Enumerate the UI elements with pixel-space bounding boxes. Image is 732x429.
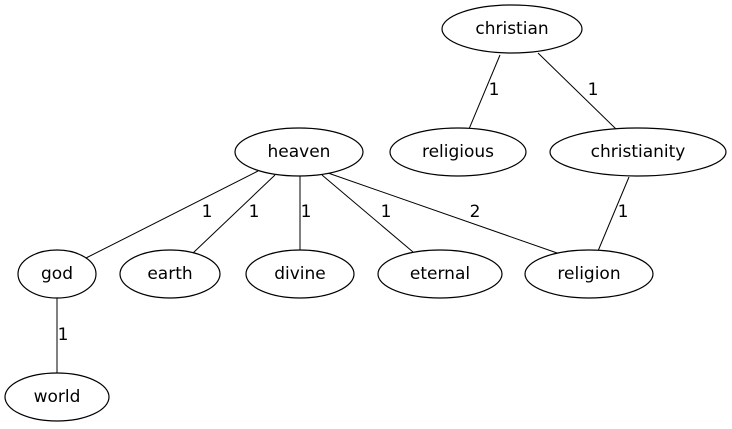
- edge-weight-god-world: 1: [58, 325, 69, 345]
- node-ellipse-heaven: [234, 127, 364, 177]
- node-label-divine: divine: [274, 264, 326, 284]
- edge-weight-christian-christianity: 1: [588, 80, 599, 100]
- node-label-earth: earth: [147, 264, 192, 284]
- node-ellipse-christian: [441, 4, 583, 54]
- node-label-christianity: christianity: [591, 142, 686, 162]
- node-ellipse-religious: [389, 127, 527, 177]
- node-ellipse-christianity: [549, 127, 727, 177]
- node-label-god: god: [41, 264, 73, 284]
- node-label-eternal: eternal: [410, 264, 470, 284]
- node-divine: divine: [245, 249, 355, 299]
- node-label-world: world: [34, 387, 81, 407]
- node-heaven: heaven: [234, 127, 364, 177]
- edge-weight-christian-religious: 1: [489, 80, 500, 100]
- edge-christian-christianity: [537, 52, 617, 130]
- edge-christianity-religion: [597, 176, 630, 252]
- node-eternal: eternal: [377, 249, 503, 299]
- edge-weight-heaven-god: 1: [202, 202, 213, 222]
- edge-weight-heaven-religion: 2: [470, 202, 481, 222]
- edge-heaven-religion: [327, 172, 561, 255]
- node-ellipse-earth: [119, 249, 221, 299]
- node-label-religion: religion: [557, 264, 620, 284]
- node-ellipse-divine: [245, 249, 355, 299]
- edge-weight-heaven-divine: 1: [301, 202, 312, 222]
- edge-weight-christianity-religion: 1: [618, 202, 629, 222]
- edge-heaven-earth: [192, 174, 276, 254]
- node-label-christian: christian: [475, 19, 548, 39]
- node-ellipse-religion: [524, 249, 654, 299]
- node-god: god: [17, 249, 97, 299]
- edge-heaven-god: [85, 170, 259, 259]
- node-earth: earth: [119, 249, 221, 299]
- node-label-heaven: heaven: [268, 142, 331, 162]
- node-label-religious: religious: [422, 142, 494, 162]
- edge-weight-heaven-eternal: 1: [381, 202, 392, 222]
- node-ellipse-eternal: [377, 249, 503, 299]
- node-ellipse-god: [17, 249, 97, 299]
- edge-christian-religious: [468, 54, 501, 130]
- node-religious: religious: [389, 127, 527, 177]
- node-world: world: [4, 372, 110, 422]
- node-religion: religion: [524, 249, 654, 299]
- node-christianity: christianity: [549, 127, 727, 177]
- edge-weight-heaven-earth: 1: [249, 202, 260, 222]
- node-ellipse-world: [4, 372, 110, 422]
- edge-heaven-eternal: [321, 174, 414, 253]
- node-christian: christian: [441, 4, 583, 54]
